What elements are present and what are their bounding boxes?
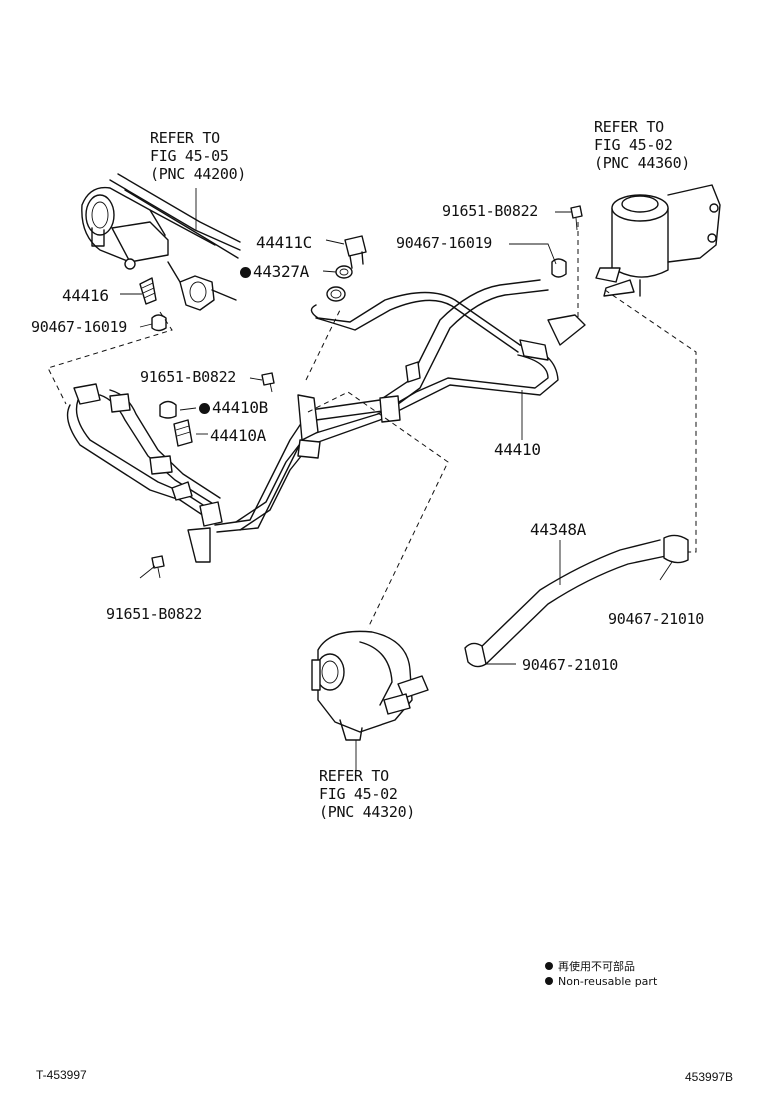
part-90467-16019-left-label[interactable]: 90467-16019 [31,318,128,336]
part-90467-21010-mid-label[interactable]: 90467-21010 [522,656,619,674]
ref-pump-label: REFER TO FIG 45-02 (PNC 44320) [319,767,415,821]
ref-pump-line-2: FIG 45-02 [319,785,398,803]
part-91651-b0822-top-label[interactable]: 91651-B0822 [442,202,539,220]
ref-reservoir-label: REFER TO FIG 45-02 (PNC 44360) [594,118,690,172]
ref-pump-line-3: (PNC 44320) [319,803,416,821]
part-91651-b0822-mid-label[interactable]: 91651-B0822 [140,368,237,386]
part-44410b-text: 44410B [212,398,268,417]
clip-44410b-part [159,400,177,419]
ref-reservoir-line-1: REFER TO [594,118,664,136]
part-44348a-label[interactable]: 44348A [530,520,586,539]
part-44416-label[interactable]: 44416 [62,286,109,305]
part-44327a-text: 44327A [253,262,309,281]
legend-en-text: Non-reusable part [558,975,658,988]
fitting-near-gear [326,286,346,302]
clip-90467-16019-right [551,258,567,278]
dashed-reference-lines [47,222,697,629]
ref-reservoir-line-2: FIG 45-02 [594,136,673,154]
part-44411c-label[interactable]: 44411C [256,233,312,252]
part-90467-16019-right-label[interactable]: 90467-16019 [396,234,493,252]
ref-gear-line-1: REFER TO [150,129,220,147]
ref-reservoir-line-3: (PNC 44360) [594,154,691,172]
non-reusable-dot-icon [199,403,210,414]
part-44410-label[interactable]: 44410 [494,440,541,459]
legend-jp: 再使用不可部品 [545,958,635,974]
bolt-91651-b0822-bottom [151,555,165,579]
ref-pump-line-1: REFER TO [319,767,389,785]
steering-gear-assembly [81,173,241,311]
bolt-91651-b0822-mid [261,372,275,393]
footer-illustration-id: 453997B [685,1070,734,1084]
pressure-tube-44410 [214,279,586,533]
reservoir-tank [595,184,721,297]
return-hose-44348a [464,534,689,668]
clip-90467-16019-left [151,314,167,332]
union-44410a-part [173,419,193,447]
ref-gear-line-3: (PNC 44200) [150,165,247,183]
power-steering-pump [311,630,429,741]
leader-lines [120,188,673,770]
ref-gear-line-2: FIG 45-05 [150,147,229,165]
part-90467-21010-right-label[interactable]: 90467-21010 [608,610,705,628]
left-hose-group [66,383,223,563]
union-44416-part [139,277,157,305]
ref-gear-label: REFER TO FIG 45-05 (PNC 44200) [150,129,246,183]
legend-dot-icon [545,977,553,985]
gasket-44327a-part [335,265,353,279]
bolt-91651-b0822-top [570,205,583,231]
part-44410b-label[interactable]: 44410B [199,398,268,417]
part-91651-b0822-bottom-label[interactable]: 91651-B0822 [106,605,203,623]
footer-figure-id: T-453997 [36,1068,87,1082]
union-bolt-44411c-part [344,235,367,269]
non-reusable-dot-icon [240,267,251,278]
legend-en: Non-reusable part [545,975,657,988]
part-44327a-label[interactable]: 44327A [240,262,309,281]
part-44410a-label[interactable]: 44410A [210,426,266,445]
legend-jp-text: 再使用不可部品 [558,960,635,973]
legend-dot-icon [545,962,553,970]
